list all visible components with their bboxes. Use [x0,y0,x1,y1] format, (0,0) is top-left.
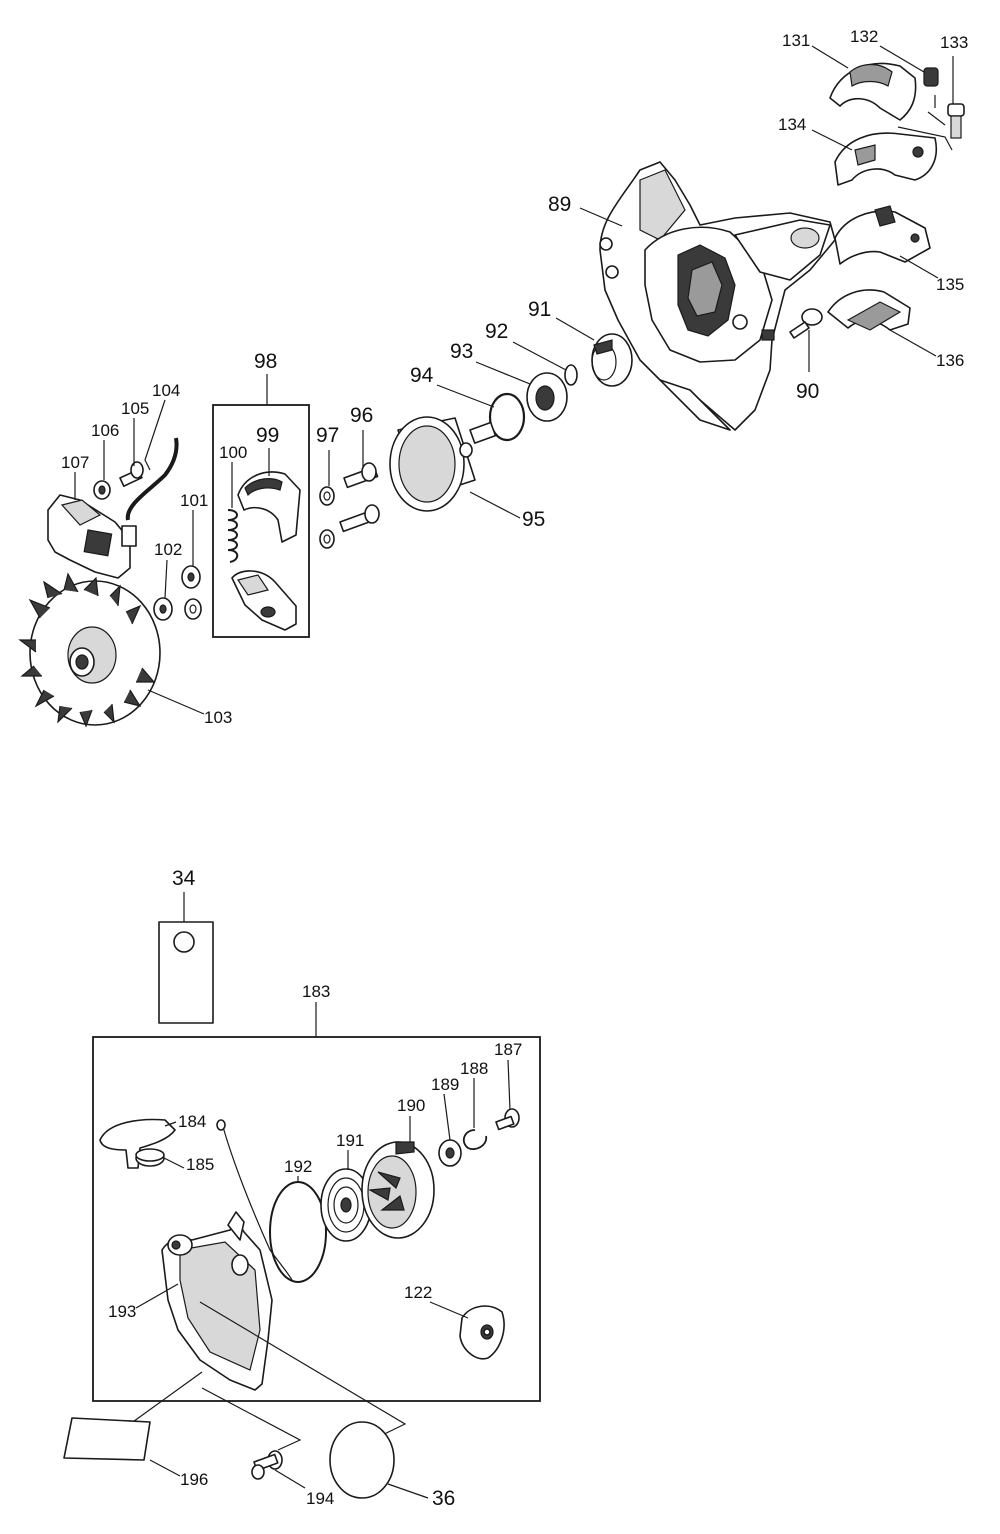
label-99: 99 [256,424,279,447]
upper-labels: 131 132 133 134 135 136 89 90 91 92 93 9… [61,27,968,727]
label-107: 107 [61,453,89,472]
label-93: 93 [450,340,473,363]
part-99-clutch-shoe [237,471,301,543]
part-36-gasket [329,1421,429,1499]
part-196-label-plate [63,1417,181,1477]
label-98: 98 [254,350,277,373]
label-134: 134 [778,115,806,134]
label-104: 104 [152,381,180,400]
label-192: 192 [284,1157,312,1176]
part-192-ring [269,1176,327,1283]
label-131: 131 [782,31,810,50]
label-196: 196 [180,1470,208,1489]
label-194: 194 [306,1489,334,1508]
part-95-clutch-drum [389,416,497,512]
part-102-nut [153,597,173,621]
part-92-snap-ring [564,364,578,386]
part-98-clutch-shoe-lower [231,570,297,631]
label-101: 101 [180,491,208,510]
part-starter-rope [216,1119,293,1281]
part-191-recoil-spring [320,1150,372,1242]
label-90: 90 [796,380,819,403]
part-103-flywheel [18,572,161,728]
label-132: 132 [850,27,878,46]
label-189: 189 [431,1075,459,1094]
part-94-circlip [488,392,526,442]
part-136-clamp-half [827,289,911,331]
label-122: 122 [404,1283,432,1302]
label-106: 106 [91,421,119,440]
label-92: 92 [485,320,508,343]
part-106-nut [93,480,111,500]
upper-leader-lines [74,45,954,715]
label-34: 34 [172,867,196,890]
part-89-housing [599,161,836,431]
label-193: 193 [108,1302,136,1321]
label-103: 103 [204,708,232,727]
part-93-ball-bearing [526,372,568,422]
part-101-nut [181,565,202,620]
part-107-ignition-coil [47,494,137,579]
part-122-plate [429,1301,505,1360]
label-105: 105 [121,399,149,418]
part-96-bolt [339,462,380,533]
label-94: 94 [410,364,434,387]
part-97-washer [319,486,335,549]
upper-assembly: 131 132 133 134 135 136 89 90 91 92 93 9… [18,27,968,728]
part-34-label-tag [158,892,214,1024]
part-185-grommet [135,1148,185,1169]
label-96: 96 [350,404,373,427]
label-191: 191 [336,1131,364,1150]
label-133: 133 [940,33,968,52]
part-194-screw [251,1450,306,1489]
label-100: 100 [219,443,247,462]
label-183: 183 [302,982,330,1001]
part-90-screw [789,308,823,339]
part-100-spring [227,509,239,563]
label-187: 187 [494,1040,522,1059]
part-189-ratchet [438,1093,462,1167]
label-102: 102 [154,540,182,559]
part-132-bolt [923,67,939,87]
part-187-screw [495,1059,520,1131]
label-97: 97 [316,424,339,447]
label-185: 185 [186,1155,214,1174]
part-193-starter-housing [135,1211,273,1391]
part-105-screw [119,461,144,487]
label-135: 135 [936,275,964,294]
label-89: 89 [548,193,571,216]
part-104-tube [125,437,179,521]
label-136: 136 [936,351,964,370]
part-188-spring-clip [462,1078,488,1150]
label-36: 36 [432,1487,455,1510]
part-190-pulley [361,1116,435,1239]
part-133-bolt [947,103,965,139]
part-131-clamp-cover [829,62,917,121]
lower-labels: 34 183 184 185 187 188 189 190 191 192 1… [108,867,522,1510]
lower-assembly: 34 183 184 185 187 188 189 190 191 192 1… [63,867,541,1510]
label-190: 190 [397,1096,425,1115]
label-188: 188 [460,1059,488,1078]
part-135-clamp-half [834,205,931,265]
label-184: 184 [178,1112,206,1131]
part-134-clamp [834,132,937,186]
part-98-clutch-kit-box [212,404,310,638]
label-91: 91 [528,298,551,321]
label-95: 95 [522,508,545,531]
part-91-bearing [591,333,633,387]
part-184-starter-handle [99,1118,177,1169]
